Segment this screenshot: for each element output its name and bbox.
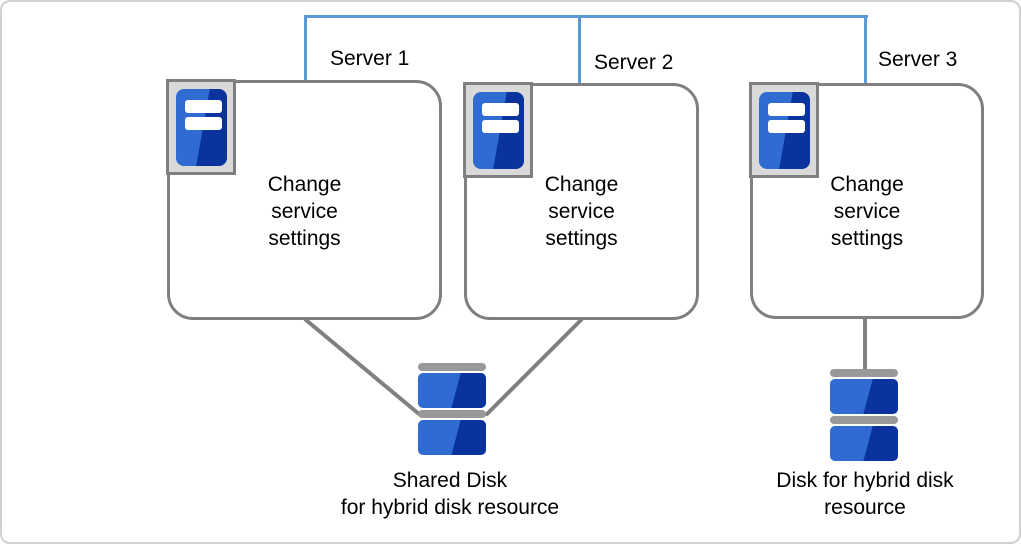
interconnect-drop-server-1 (304, 15, 307, 80)
server-face (473, 92, 524, 169)
disk-cap (418, 363, 486, 371)
server-slot-bar (768, 120, 805, 133)
disk-platter (418, 420, 486, 455)
interconnect-drop-server-3 (864, 15, 867, 84)
interconnect-drop-server-2 (578, 15, 581, 84)
server-slot-bar (185, 100, 222, 113)
server-face (759, 92, 810, 169)
hybrid-disk-icon (830, 369, 898, 461)
server-slot-bar (768, 103, 805, 116)
disk-platter (418, 373, 486, 408)
server-1-label: Server 1 (330, 47, 410, 70)
disk-cap (830, 416, 898, 424)
server-slot-bar (185, 117, 222, 130)
disk-platter (830, 426, 898, 461)
server-face (176, 89, 227, 166)
server-slot-bar (482, 120, 519, 133)
server-2-caption: Change service settings (544, 173, 619, 250)
server-icon (166, 79, 236, 175)
interconnect-line-horizontal (304, 15, 868, 18)
disk-cap (830, 369, 898, 377)
hybrid-disk-label: Disk for hybrid disk resource (776, 469, 954, 519)
shared-disk-icon (418, 363, 486, 455)
connector-server2-to-shared-disk (485, 318, 583, 416)
server-3-label: Server 3 (878, 48, 958, 71)
disk-platter (830, 379, 898, 414)
disk-cap (418, 410, 486, 418)
shared-disk-label: Shared Disk for hybrid disk resource (340, 469, 560, 519)
server-2-label: Server 2 (594, 51, 674, 74)
server-icon (749, 82, 819, 178)
server-slot-bar (482, 103, 519, 116)
server-1-caption: Change service settings (267, 173, 342, 250)
server-icon (463, 82, 533, 178)
connector-server1-to-shared-disk (304, 318, 421, 416)
server-3-caption: Change service settings (830, 173, 904, 250)
